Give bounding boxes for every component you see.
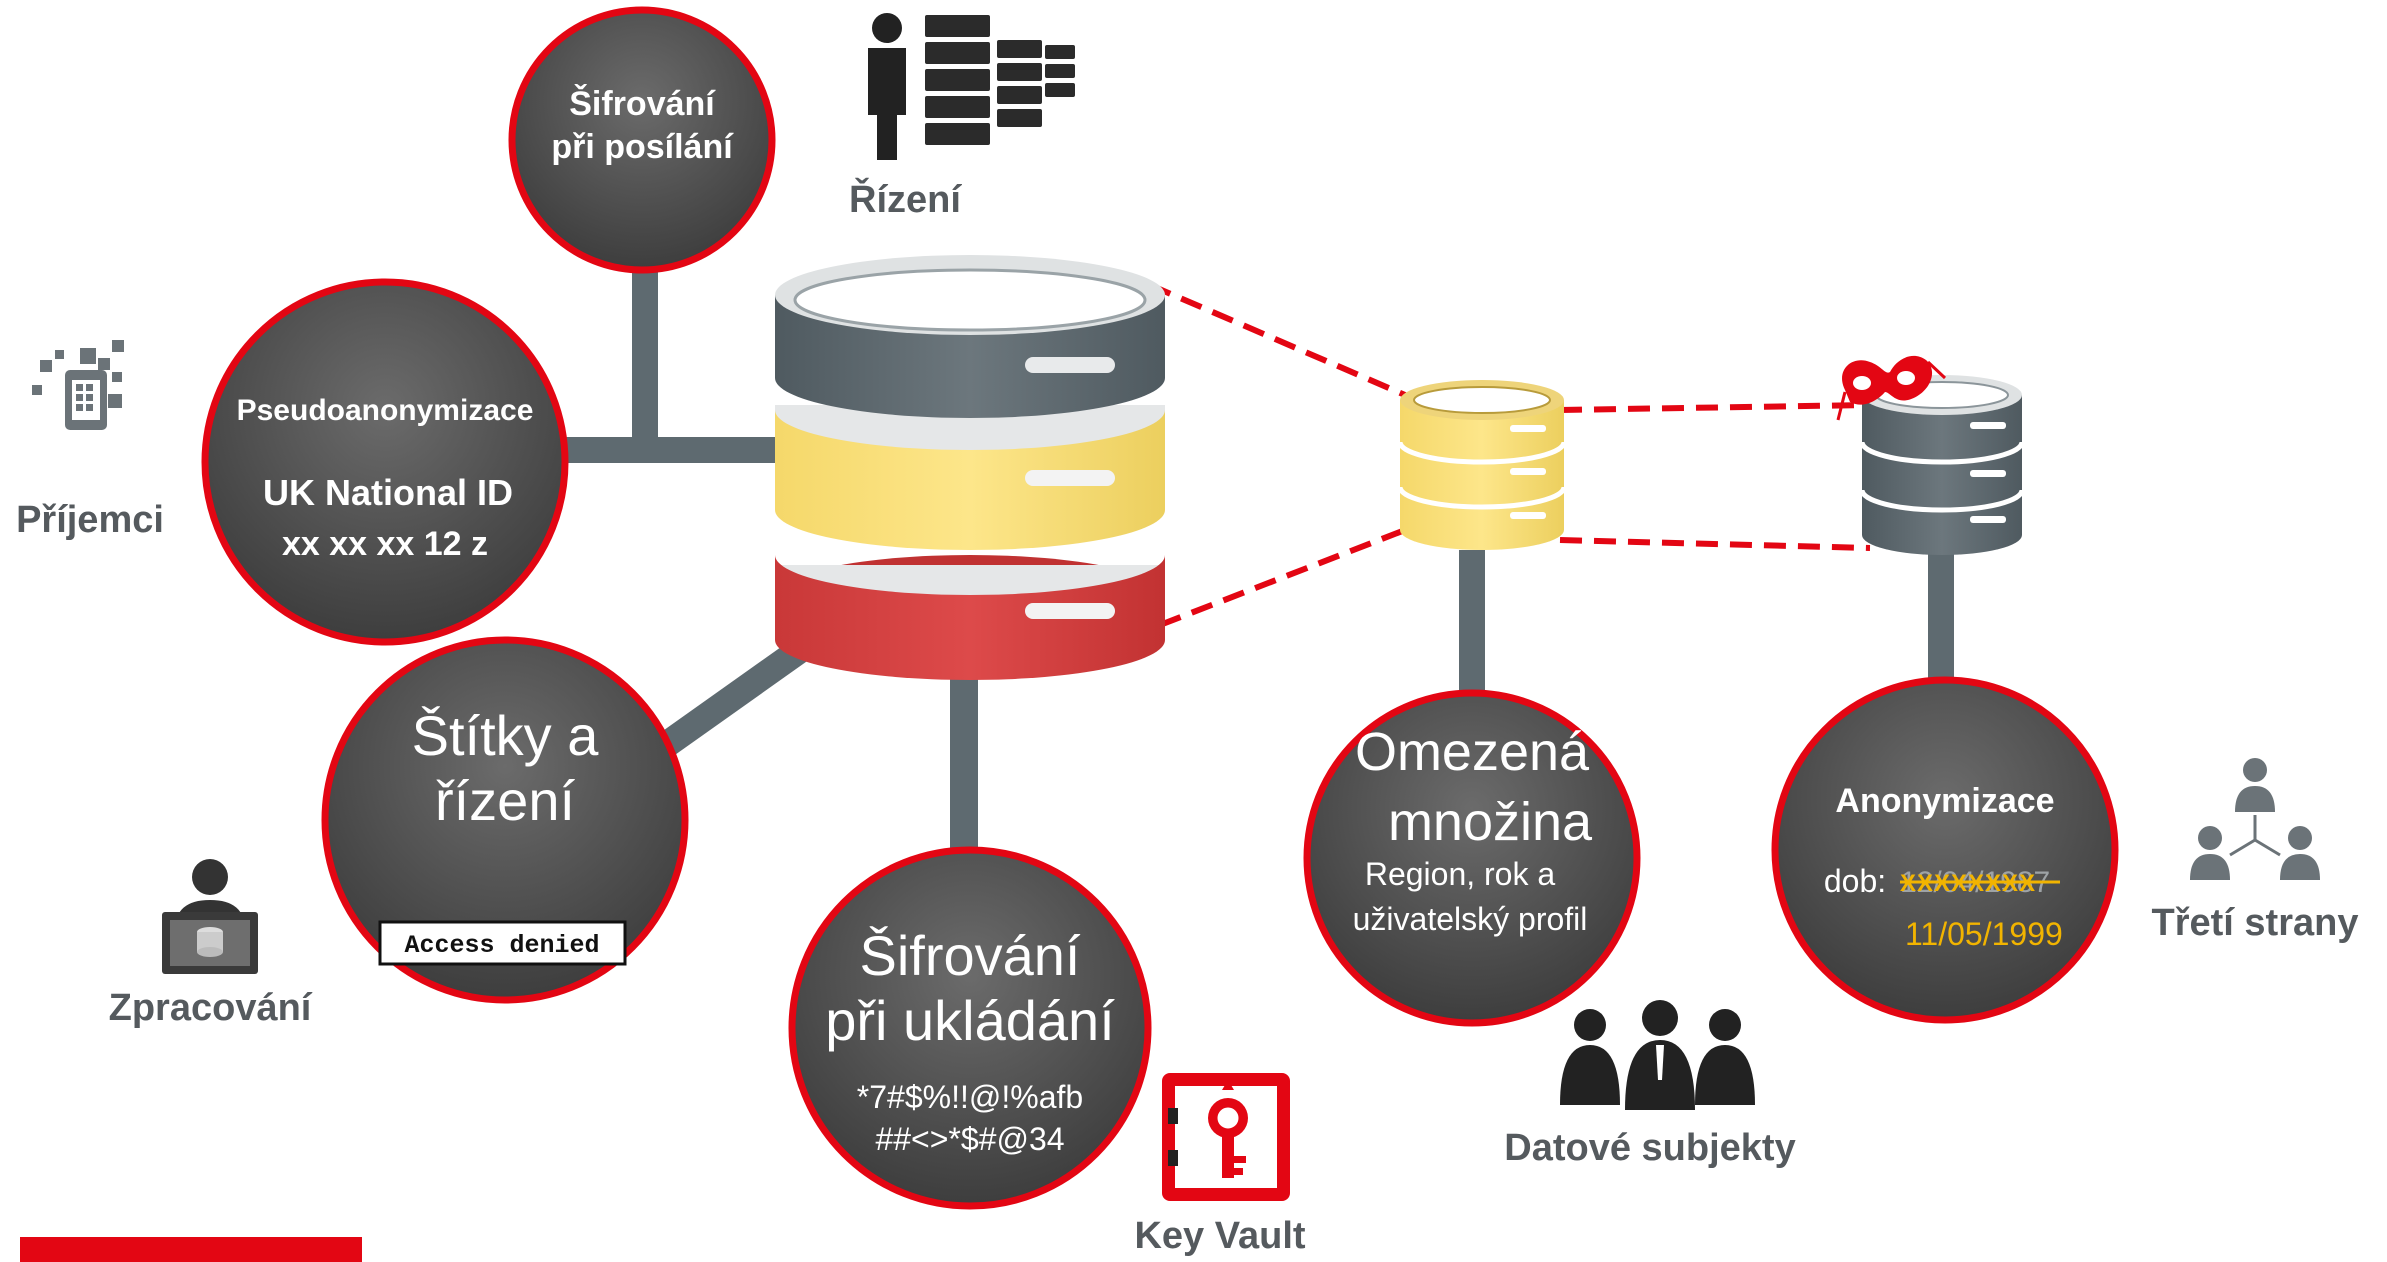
encryption-in-transit-line1: Šifrování: [569, 84, 716, 123]
main-database: [775, 255, 1165, 680]
labels-control-line1: Štítky a: [412, 704, 600, 767]
pseudonymization-line2: xx xx xx 12 z: [282, 525, 488, 563]
access-denied-badge: Access denied: [404, 931, 599, 960]
mask-icon: [1836, 355, 1947, 421]
caption-control: Řízení: [849, 177, 962, 221]
encryption-in-transit-line2: při posílání: [551, 128, 734, 166]
pseudonymization-title: Pseudoanonymizace: [237, 394, 534, 427]
encryption-at-rest-line2: při ukládání: [825, 989, 1115, 1052]
labels-control-line2: řízení: [435, 769, 575, 832]
dob-label: dob:: [1824, 863, 1886, 899]
key-vault-icon: [1162, 1073, 1290, 1201]
limited-set-line1: Omezená: [1355, 722, 1590, 782]
dob-new: 11/05/1999: [1905, 916, 2063, 952]
people-network-icon: [2190, 758, 2320, 880]
limited-set-line2: množina: [1388, 792, 1593, 852]
circle-anonymization: Anonymizace dob: 12/04/1987 XXXXXXXX 11/…: [1771, 676, 2119, 1024]
dob-mask: XXXXXXXX: [1900, 870, 2036, 897]
connector-left: [560, 437, 780, 463]
circle-limited-set: Omezená množina Region, rok a uživatelsk…: [1303, 689, 1641, 1027]
connector-bottom: [950, 660, 978, 870]
cipher-line2: ##<>*$#@34: [875, 1121, 1064, 1157]
connectors: [560, 250, 1954, 870]
person-server-icon: [868, 13, 1075, 160]
circle-encryption-in-transit: Šifrování při posílání: [508, 6, 776, 274]
limited-database: [1397, 380, 1567, 550]
pseudonymization-line1: UK National ID: [263, 472, 513, 513]
caption-third-parties: Třetí strany: [2152, 902, 2359, 944]
cipher-line1: *7#$%!!@!%afb: [857, 1079, 1083, 1115]
connector-small-db: [1459, 550, 1485, 705]
limited-set-detail1: Region, rok a: [1365, 856, 1556, 892]
anonymization-title: Anonymizace: [1835, 782, 2054, 820]
anonymized-database: [1859, 375, 2025, 555]
caption-data-subjects: Datové subjekty: [1504, 1127, 1795, 1169]
tablet-icon: [32, 340, 124, 430]
user-database-icon: [162, 859, 258, 974]
connector-diagonal: [650, 630, 820, 762]
circle-encryption-at-rest: Šifrování při ukládání *7#$%!!@!%afb ##<…: [788, 846, 1152, 1210]
people-group-icon: [1560, 1000, 1755, 1110]
limited-set-detail2: uživatelský profil: [1353, 901, 1588, 937]
circle-labels-control: Štítky a řízení Access denied: [321, 636, 689, 1004]
connector-top: [632, 250, 658, 450]
caption-processing: Zpracování: [109, 987, 313, 1029]
caption-key-vault: Key Vault: [1134, 1215, 1305, 1257]
dashed-links: [1148, 282, 1871, 628]
encryption-at-rest-line1: Šifrování: [860, 924, 1081, 987]
caption-recipients: Příjemci: [16, 499, 164, 541]
accent-bar: [20, 1237, 362, 1262]
circle-pseudonymization: Pseudoanonymizace UK National ID xx xx x…: [201, 278, 569, 646]
